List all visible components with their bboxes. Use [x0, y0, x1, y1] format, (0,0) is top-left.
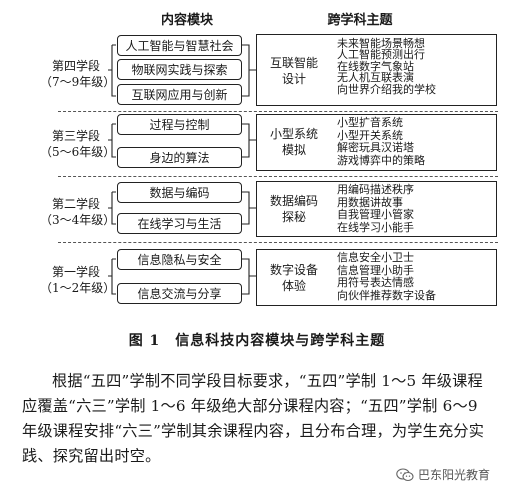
theme-item: 信息管理小助手: [337, 263, 414, 277]
stage-2-label: 第二学段 （3～4年级）: [40, 196, 116, 228]
theme-item: 小型扩音系统: [337, 116, 403, 129]
theme-item: 解密玩具汉诺塔: [337, 141, 414, 154]
module-internet-innovation: 互联网应用与创新: [117, 84, 242, 105]
module-privacy-security: 信息隐私与安全: [117, 249, 242, 270]
stage-4-grades: （7～9年级）: [40, 75, 116, 89]
theme-item: 自我管理小管家: [337, 208, 414, 221]
stage-3-grades: （5～6年级）: [40, 145, 116, 159]
theme-name-line: 数据编码: [269, 194, 318, 208]
theme-item: 用编码描述秩序: [337, 183, 414, 196]
theme-box-stage-1: [256, 249, 497, 306]
theme-name-line: 设计: [281, 72, 306, 86]
theme-item: 向世界介绍我的学校: [337, 82, 436, 96]
theme-name-line: 小型系统: [269, 127, 318, 141]
figure-caption: 图 1 信息科技内容模块与跨学科主题: [128, 333, 386, 349]
module-info-sharing: 信息交流与分享: [117, 283, 242, 304]
theme-name-line: 体验: [281, 279, 306, 293]
stage-1-label: 第一学段 （1～2年级）: [40, 264, 116, 296]
stage-divider: [58, 176, 498, 177]
theme-item: 在线数字气象站: [337, 59, 414, 73]
stage-divider: [58, 242, 498, 243]
module-iot-practice: 物联网实践与探索: [117, 59, 242, 80]
modules-header: 内容模块: [160, 13, 213, 28]
module-online-learning: 在线学习与生活: [117, 213, 242, 234]
theme-name-stage-3: 小型系统 模拟: [262, 126, 326, 158]
themes-header: 跨学科主题: [327, 13, 393, 28]
theme-item: 向伙伴推荐数字设备: [337, 288, 436, 302]
stage-3-label: 第三学段 （5～6年级）: [40, 128, 116, 160]
watermark: 巴东阳光教育: [396, 466, 490, 483]
module-process-control: 过程与控制: [117, 114, 242, 135]
stage-3-name: 第三学段: [51, 129, 100, 143]
theme-name-line: 数字设备: [269, 263, 318, 277]
module-algorithms: 身边的算法: [117, 147, 242, 168]
theme-name-line: 模拟: [281, 143, 306, 157]
stage-4-label: 第四学段 （7～9年级）: [40, 58, 116, 90]
theme-box-stage-3: [256, 114, 497, 171]
stage-2-grades: （3～4年级）: [40, 213, 116, 227]
theme-item: 用符号表达情感: [337, 276, 414, 289]
theme-item: 在线学习小能手: [337, 220, 414, 234]
theme-name-stage-4: 互联智能 设计: [262, 55, 326, 87]
stage-divider: [58, 111, 498, 112]
theme-item: 未来智能场景畅想: [337, 37, 425, 50]
theme-box-stage-4: [256, 34, 497, 106]
body-paragraph: 根据“五四”学制不同学段目标要求，“五四”学制 1～5 年级课程应覆盖“六三”学…: [22, 372, 485, 465]
theme-name-line: 互联智能: [269, 56, 318, 70]
watermark-text: 巴东阳光教育: [418, 468, 491, 482]
theme-list-stage-2: 用编码描述秩序 用数据讲故事 自我管理小管家 在线学习小能手: [337, 183, 414, 234]
stage-4-name: 第四学段: [51, 59, 100, 73]
module-ai-society: 人工智能与智慧社会: [117, 35, 242, 56]
theme-list-stage-1: 信息安全小卫士 信息管理小助手 用符号表达情感 向伙伴推荐数字设备: [337, 251, 436, 302]
theme-item: 人工智能预测出行: [337, 48, 425, 62]
connector-lines: [108, 44, 256, 295]
wechat-icon: [396, 467, 414, 481]
theme-list-stage-4: 未来智能场景畅想 人工智能预测出行 在线数字气象站 无人机互联表演 向世界介绍我…: [337, 38, 436, 95]
stage-2-name: 第二学段: [51, 197, 100, 211]
theme-name-line: 探秘: [281, 210, 306, 224]
theme-list-stage-3: 小型扩音系统 小型开关系统 解密玩具汉诺塔 游戏博弈中的策略: [337, 116, 425, 167]
theme-box-stage-2: [256, 181, 497, 237]
theme-name-stage-1: 数字设备 体验: [262, 262, 326, 294]
theme-item: 小型开关系统: [337, 128, 403, 142]
theme-item: 信息安全小卫士: [337, 251, 414, 264]
module-data-encoding: 数据与编码: [117, 182, 242, 203]
theme-item: 游戏博弈中的策略: [337, 153, 425, 167]
theme-item: 用数据讲故事: [337, 195, 403, 209]
stage-1-grades: （1～2年级）: [40, 281, 116, 295]
stage-1-name: 第一学段: [51, 265, 100, 279]
theme-item: 无人机互联表演: [337, 71, 414, 85]
theme-name-stage-2: 数据编码 探秘: [262, 193, 326, 225]
